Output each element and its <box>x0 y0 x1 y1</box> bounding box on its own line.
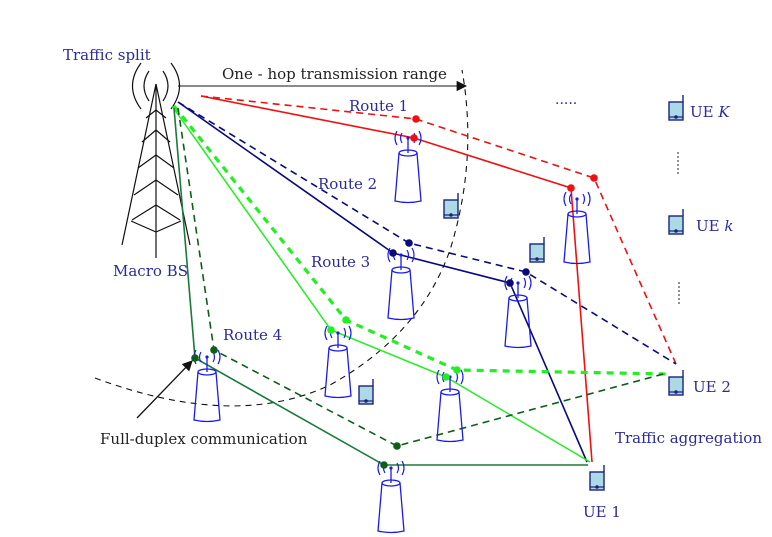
macro-bs-icon <box>121 62 191 258</box>
ue-1-label: UE 1 <box>583 503 621 521</box>
vertical-ellipsis <box>678 282 680 304</box>
one-hop-range-label: One - hop transmission range <box>222 65 447 83</box>
route3-label: Route 3 <box>311 253 370 271</box>
traffic-aggregation-label: Traffic aggregation <box>615 429 762 447</box>
ue-k-cap-label: UE K <box>690 103 730 121</box>
full-duplex-arrow <box>136 360 193 419</box>
horizontal-ellipsis: ..... <box>555 92 577 108</box>
ue-k-cap-icon <box>668 94 684 121</box>
ue-2-label: UE 2 <box>693 378 731 396</box>
relay-tower-icon <box>504 275 532 349</box>
idle-ue-icon <box>358 378 374 405</box>
route4-label: Route 4 <box>223 326 282 344</box>
ue-k-icon <box>668 208 684 235</box>
route1-nodes <box>410 115 598 192</box>
route1-dashed-path <box>200 95 677 365</box>
route4-dashed-path <box>177 107 668 447</box>
route4-nodes <box>191 346 401 469</box>
route3-dashed-path <box>172 104 667 376</box>
full-duplex-label: Full-duplex communication <box>100 430 308 448</box>
route3-nodes <box>327 316 461 381</box>
relay-tower-icon <box>394 130 422 204</box>
vertical-ellipsis <box>677 152 679 174</box>
route2-label: Route 2 <box>318 175 377 193</box>
route2-nodes <box>389 239 530 287</box>
ue-1-icon <box>589 464 605 491</box>
idle-ue-icon <box>443 192 459 219</box>
ue-k-cap-var: K <box>717 103 730 121</box>
relay-tower-icon <box>377 460 405 534</box>
relay-tower-icon <box>436 369 464 443</box>
ue-k-prefix: UE <box>696 217 724 235</box>
ue-k-var: k <box>724 217 733 235</box>
traffic-split-label: Traffic split <box>63 46 151 64</box>
ue-2-icon <box>668 369 684 396</box>
relay-tower-icon <box>387 247 415 321</box>
route1-solid-path <box>200 95 593 463</box>
route1-label: Route 1 <box>349 97 408 115</box>
idle-ue-icon <box>529 236 545 263</box>
macro-bs-label: Macro BS <box>113 262 188 280</box>
relay-tower-icon <box>563 191 591 265</box>
route2-dashed-path <box>177 101 677 365</box>
route3-solid-path <box>171 105 591 463</box>
ue-k-cap-prefix: UE <box>690 103 718 121</box>
relay-tower-icon <box>193 349 221 423</box>
ue-k-label: UE k <box>696 217 733 235</box>
route4-solid-path <box>173 107 588 466</box>
transmission-range-arc <box>94 69 469 407</box>
